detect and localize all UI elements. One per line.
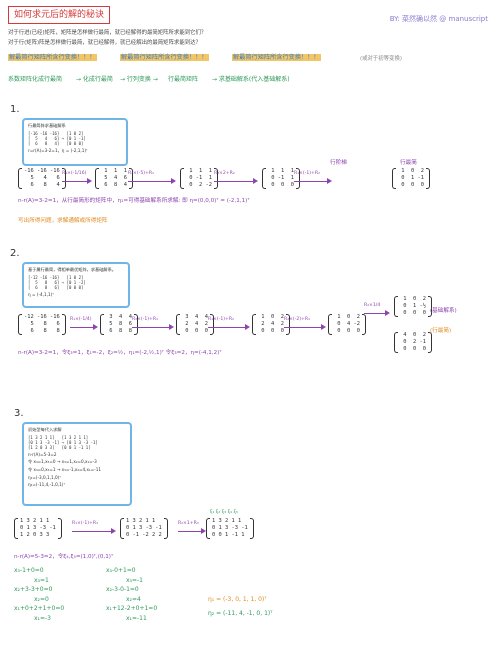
s3-calc-left-2: x₃=1 <box>34 576 49 584</box>
section-2-card-matrix: [-12 -16 -16] [1 0 2] [ 5 8 6] → [0 1 -2… <box>28 275 86 290</box>
s1-label-rref: 行最简 <box>400 160 417 166</box>
section-1-card-matrix: [-16 -16 -16] [1 0 2] [ 5 4 6] → [0 1 -1… <box>28 131 86 146</box>
s2-matrix-5: 1 0 2 0 4 -2 0 0 0 <box>328 314 366 335</box>
s3-card-line-2: 令 x₄=1,x₅=0 → x₃=1,x₂=0,x₁=-3 <box>28 459 97 464</box>
s3-calc-right-4: x₂=4 <box>126 595 141 603</box>
section-3-number: 3. <box>14 408 24 419</box>
s1-answer: n-r(A)=3-2=1，从行最简形的矩阵中，η₁=可得基础解系所求解: 即 η… <box>18 198 250 204</box>
s2-op-1: R₁×(-1/4) <box>70 317 98 332</box>
s3-calc-left-6: x₁=-3 <box>34 614 51 622</box>
s1-op-3: R₃×2+R₂ <box>214 171 258 186</box>
s3-matrix-1: 1 3 2 1 1 0 1 3 -3 -1 1 2 0 3 3 <box>14 518 62 539</box>
flow-step-1: 系数矩阵化成行最简 <box>8 76 63 83</box>
s3-calc-left-5: x₁+0+2+1+0=0 <box>14 605 65 612</box>
flow-step-3: → 行列变换 → <box>120 76 158 83</box>
s1-matrix-5: 1 0 2 0 1 -1 0 0 0 <box>392 168 430 189</box>
tip-1-text: 解最简行矩阵所含行变换！！！ <box>8 54 97 61</box>
section-1-card-header: 行最简阵求基础解系 <box>28 123 66 128</box>
s2-op-3: R₁×(-1)+R₂ <box>208 317 250 332</box>
s3-op-2: R₂×1+R₃ <box>178 521 206 536</box>
s1-op-2: R₂×(-5)+R₁ <box>128 171 176 186</box>
s3-answer: n-r(A)=5-3=2，令ξ₄,ξ₅=(1,0)ᵀ,(0,1)ᵀ <box>14 554 114 560</box>
section-3-card-header: 初始型每代入求解 <box>28 427 62 432</box>
section-3-card-matrix: [1 3 2 1 1] [1 3 2 1 1] [0 1 3 -3 -1] → … <box>28 435 98 450</box>
s3-col-labels: ξ₁ ξ₂ ξ₃ ξ₄ ξ₅ <box>210 510 238 515</box>
s3-card-line-3: 令 x₄=0,x₅=1 → x₃=-1,x₂=4,x₁=-11 <box>28 467 102 472</box>
s2-matrix-3: 3 4 4 2 4 2 0 0 0 <box>176 314 214 335</box>
s1-note: 写出所得问题，求解通解或所得矩阵 <box>18 218 108 224</box>
flow-step-5: → 求基础解系(代入基础解系) <box>212 76 290 83</box>
tip-3-text: 解最简行矩阵所含行变换！！！ <box>232 54 321 61</box>
s2-matrix-4: 1 0 2 2 4 2 0 0 0 <box>252 314 290 335</box>
section-1-card-footer: r=r(A)=3-2=1，η = (-2,1,1)ᵀ <box>28 148 88 153</box>
s2-branch-note-2: (行最简) <box>430 328 452 334</box>
s3-calc-right: x₃-0+1=0 x₃=-1 x₂-3-0-1=0 x₂=4 x₁+12-2+0… <box>106 566 157 623</box>
s3-calc-left-3: x₂+3-3+0=0 <box>14 586 53 593</box>
tip-2-text: 解最简行矩阵所含行变换！！！ <box>120 54 209 61</box>
tip-note: (或对于初等变换) <box>360 56 402 62</box>
section-3-card: 初始型每代入求解 [1 3 2 1 1] [1 3 2 1 1] [0 1 3 … <box>22 422 132 506</box>
section-2-card-header: 基于属行最简，得相单最优矩阵，求基础解系。 <box>28 267 116 272</box>
s2-matrix-1: -12 -16 -16 5 8 6 6 8 8 <box>18 314 66 335</box>
section-1-card: 行最简阵求基础解系 [-16 -16 -16] [1 0 2] [ 5 4 6]… <box>22 118 128 166</box>
page-title: 如何求元后的解的秘诀 <box>8 6 111 24</box>
section-2-number: 2. <box>10 248 20 259</box>
s2-branch-note: (基础解系) <box>430 308 457 314</box>
s1-op-4: R₁×(-1)+R₂ <box>294 171 332 186</box>
tip-1: 解最简行矩阵所含行变换！！！ <box>8 54 97 62</box>
s3-matrix-2: 1 3 2 1 1 0 1 3 -3 -1 0 -1 -2 2 2 <box>120 518 168 539</box>
s3-calc-right-1: x₃-0+1=0 <box>106 567 136 574</box>
s3-calc-left-4: x₂=0 <box>34 595 49 603</box>
intro-line-2: 对于行(矩阵)阵是怎样做行最简，就已经解得，就已经解出的最简矩阵求能到达？ <box>8 40 201 46</box>
flow-step-2: → 化成行最简 <box>76 76 113 83</box>
intro-line-1: 对于行进(已经)矩阵，矩阵是怎样做行最简，就已经解得的最简矩阵所求能到它们？ <box>8 30 207 36</box>
s2-branch-top: 1 0 2 0 1 -½ 0 0 0 <box>394 296 432 317</box>
s3-calc-left-1: x₃-1+0=0 <box>14 567 44 574</box>
s1-matrix-4: 1 1 1 0 -1 1 0 0 0 <box>262 168 300 189</box>
s2-branch-bot: 4 0 2 0 2 -1 0 0 0 <box>394 332 432 353</box>
s1-matrix-1: -16 -16 -16 5 4 6 6 8 4 <box>18 168 66 189</box>
section-2-card: 基于属行最简，得相单最优矩阵，求基础解系。 [-12 -16 -16] [1 0… <box>22 262 130 308</box>
s3-calc-right-6: x₁=-11 <box>126 614 147 622</box>
s3-calc-right-5: x₁+12-2+0+1=0 <box>106 605 158 612</box>
s2-op-5: R₂×1/4 <box>364 303 390 318</box>
tip-3: 解最简行矩阵所含行变换！！！ <box>232 54 321 62</box>
s3-eta-2: η₂ = (-11, 4, -1, 0, 1)ᵀ <box>208 610 273 617</box>
flow-step-4: 行最简矩阵 <box>168 76 199 83</box>
s1-op-1: R₁×(-1/16) <box>62 171 92 186</box>
s3-calc-right-2: x₃=-1 <box>126 576 143 584</box>
s1-label-echelon: 行阶梯 <box>330 160 347 166</box>
section-2-card-footer: η = (-4,1,1)ᵀ <box>28 292 54 297</box>
s2-matrix-2: 3 4 4 5 8 6 6 8 8 <box>100 314 138 335</box>
section-1-number: 1. <box>10 104 20 115</box>
s3-calc-left: x₃-1+0=0 x₃=1 x₂+3-3+0=0 x₂=0 x₁+0+2+1+0… <box>14 566 64 623</box>
s3-card-line-5: η₂=(-11,4,-1,0,1)ᵀ <box>28 482 66 487</box>
s3-eta-1: η₁ = (-3, 0, 1, 1, 0)ᵀ <box>208 596 267 603</box>
author-credit: BY: 菜然确以然 @ manuscript <box>389 15 488 23</box>
s3-matrix-3: 1 3 2 1 1 0 1 3 -3 -1 0 0 1 -1 1 <box>206 518 254 539</box>
s3-card-line-1: n-r(A)=5-3=2 <box>28 452 57 457</box>
s2-op-2: R₂×(-1)+R₁ <box>132 317 174 332</box>
tip-2: 解最简行矩阵所含行变换！！！ <box>120 54 209 62</box>
s2-op-4: R₂×(-2)+R₁ <box>284 317 326 332</box>
s3-op-1: R₁×(-1)+R₃ <box>72 521 116 536</box>
s1-matrix-3: 1 1 1 0 -1 1 0 2 -2 <box>180 168 218 189</box>
s1-matrix-2: 1 1 1 5 4 6 6 8 4 <box>95 168 133 189</box>
s3-calc-right-3: x₂-3-0-1=0 <box>106 586 139 593</box>
s2-answer: n-r(A)=3-2=1，令ξ₃=1，ξ₁=-2，ξ₂=½，η₁=(-2,½,1… <box>18 350 222 356</box>
s3-card-line-4: η₁=(-3,0,1,1,0)ᵀ <box>28 475 61 480</box>
